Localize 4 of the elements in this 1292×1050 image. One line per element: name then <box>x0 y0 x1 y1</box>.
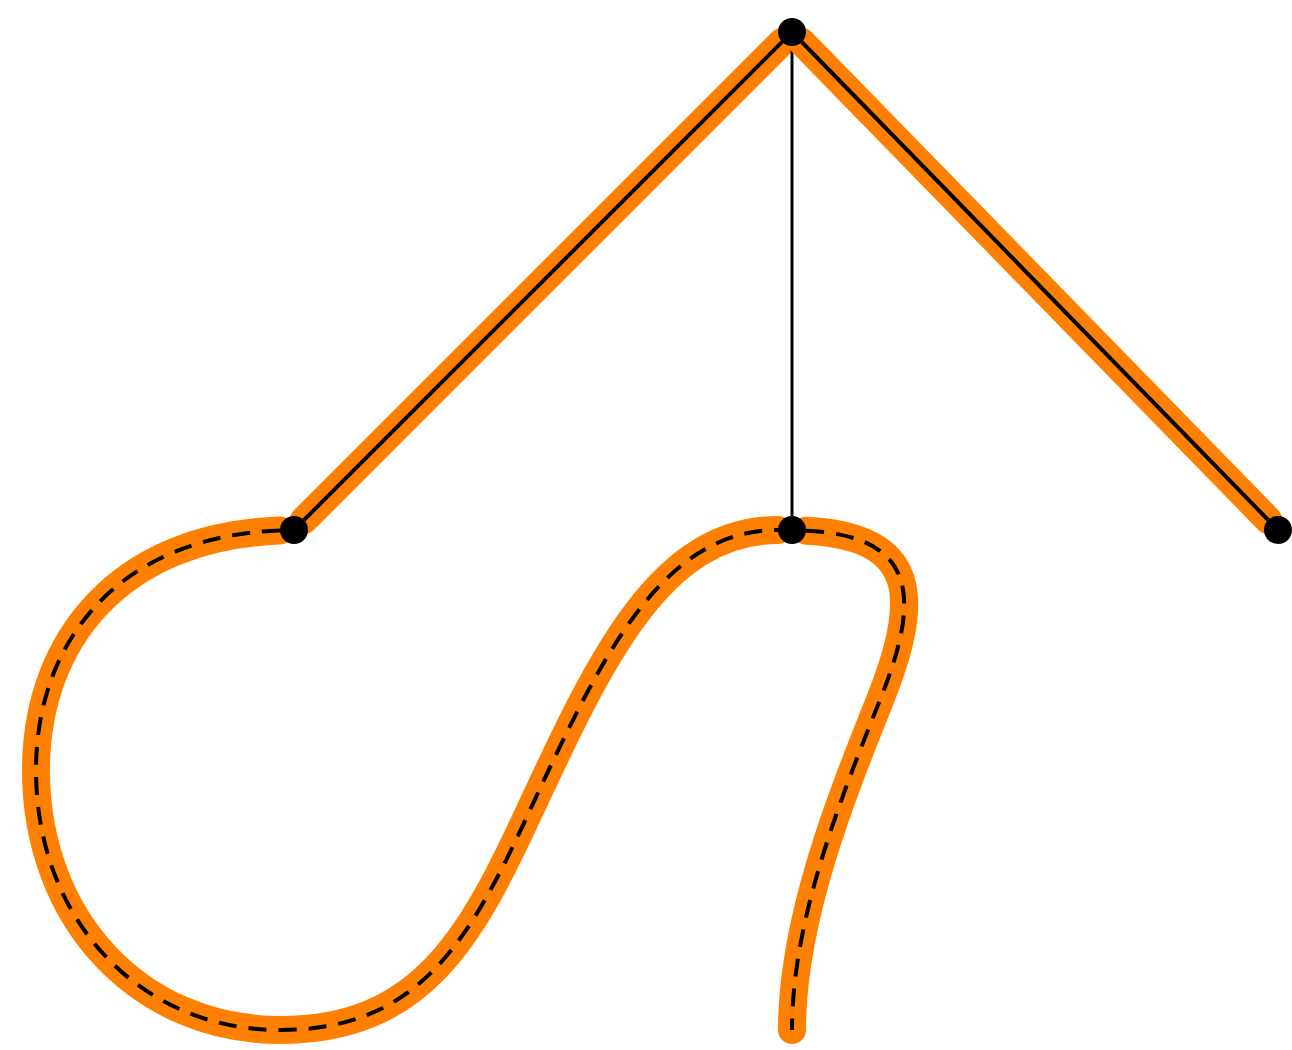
junction-dot <box>778 516 806 544</box>
junction-dot <box>280 516 308 544</box>
junction-dot <box>1264 516 1292 544</box>
junction-dot <box>778 18 806 46</box>
